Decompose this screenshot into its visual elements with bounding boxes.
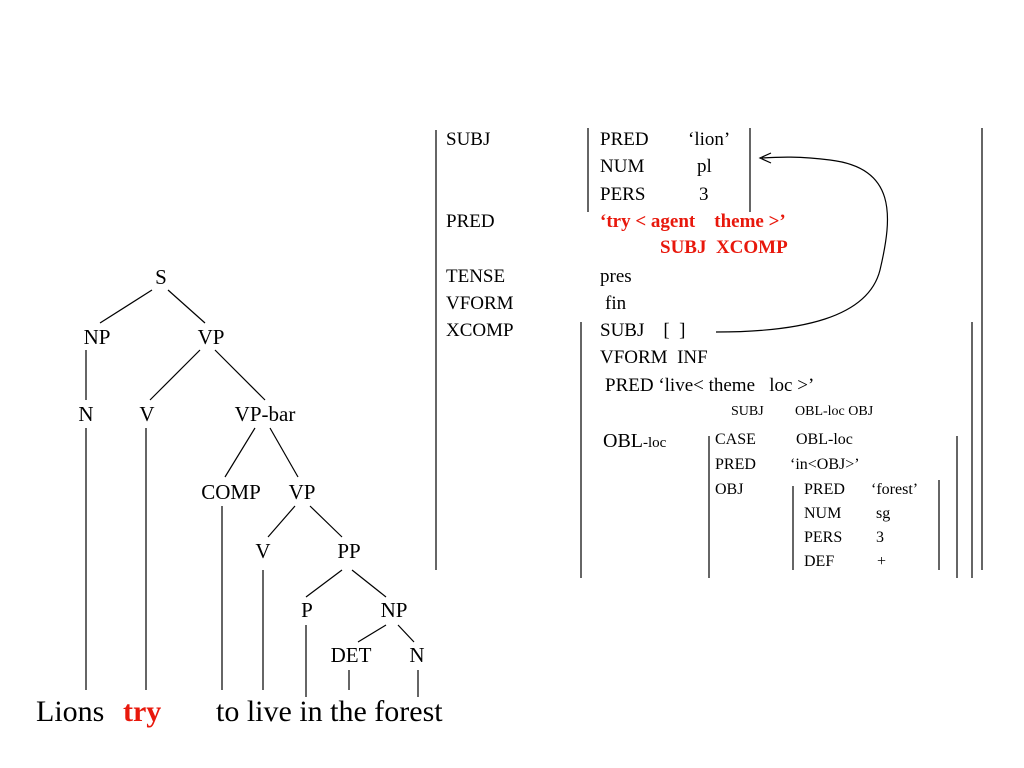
node-v2: V: [255, 539, 271, 563]
fs-pred-label: PRED: [446, 211, 495, 232]
edge-vpbar-vp2: [269, 427, 299, 478]
node-s: S: [155, 265, 167, 289]
fs-subj-num-val: pl: [697, 156, 712, 177]
fs-tense-val: pres: [600, 266, 632, 287]
node-comp: COMP: [201, 480, 261, 504]
fs-obl-obj-label: OBJ: [715, 481, 744, 498]
node-np: NP: [83, 325, 111, 349]
fs-subj-label: SUBJ: [446, 129, 491, 150]
fs-subj-pred-val: ‘lion’: [688, 129, 731, 150]
fs-obj-pers-val: 3: [876, 529, 884, 546]
arrow-head: [758, 152, 772, 164]
fs-subj-pred-attr: PRED: [600, 129, 649, 150]
fs-obj-pred-val: ‘forest’: [871, 481, 919, 498]
fs-xcomp-subj: SUBJ [ ]: [600, 320, 686, 341]
fs-subj-pers-attr: PERS: [600, 184, 646, 205]
edge-np2-n2: [397, 624, 415, 643]
fs-obl-label-suffix: -loc: [643, 435, 667, 451]
edge-np2-det: [357, 624, 387, 643]
edge-vp2-v2: [267, 505, 296, 538]
fs-obj-pred-attr: PRED: [804, 481, 845, 498]
node-n2: N: [409, 643, 425, 667]
fs-obj-num-val: sg: [876, 505, 891, 522]
fs-tense-label: TENSE: [446, 266, 506, 287]
word-try: try: [123, 695, 162, 728]
fs-subj-num-attr: NUM: [600, 156, 645, 177]
control-arrow: [715, 156, 889, 333]
fs-obl-case-val: OBL-loc: [796, 431, 853, 448]
fs-xcomp-pred-sub-subj: SUBJ: [731, 404, 764, 419]
fs-obl-pred-attr: PRED: [715, 456, 756, 473]
fs-pred-grammatical-functions: SUBJ XCOMP: [660, 237, 788, 258]
node-vp: VP: [197, 325, 225, 349]
fs-obj-pers-attr: PERS: [804, 529, 843, 546]
fs-obl-label: OBL-loc: [603, 431, 666, 451]
fs-vform-label: VFORM: [446, 293, 514, 314]
fs-obj-num-attr: NUM: [804, 505, 842, 522]
edge-pp-np2: [351, 569, 387, 598]
fs-obl-case-attr: CASE: [715, 431, 756, 448]
fs-xcomp-pred-sub-obl-obj: OBL-loc OBJ: [795, 404, 874, 419]
words-to-live-in-the-forest: to live in the forest: [216, 695, 443, 728]
node-p: P: [301, 598, 313, 622]
node-vp2: VP: [288, 480, 316, 504]
fs-pred-value: ‘try < agent theme >’: [600, 211, 786, 232]
fs-obj-def-val: +: [877, 553, 887, 570]
node-v: V: [139, 402, 155, 426]
edge-s-np: [99, 289, 153, 324]
fs-xcomp-label: XCOMP: [446, 320, 514, 341]
word-lions: Lions: [36, 695, 105, 728]
edge-s-vp: [167, 289, 206, 324]
fs-xcomp-pred: PRED ‘live< theme loc >’: [605, 375, 815, 396]
edge-pp-p: [305, 569, 343, 598]
fs-vform-val: fin: [605, 293, 627, 314]
fs-subj-pers-val: 3: [699, 184, 709, 205]
fs-obl-label-main: OBL: [603, 430, 643, 452]
node-vp-bar: VP-bar: [234, 402, 296, 426]
edge-vp2-pp: [309, 505, 343, 538]
edge-vp-vpbar: [214, 349, 266, 401]
fs-xcomp-vform: VFORM INF: [600, 347, 708, 368]
fs-obj-def-attr: DEF: [804, 553, 835, 570]
node-pp: PP: [337, 539, 361, 563]
edge-vpbar-comp: [224, 427, 256, 478]
node-det: DET: [330, 643, 372, 667]
edge-vp-v: [149, 349, 201, 401]
fs-obl-pred-val: ‘in<OBJ>’: [790, 456, 860, 473]
node-np2: NP: [380, 598, 408, 622]
node-n: N: [78, 402, 94, 426]
